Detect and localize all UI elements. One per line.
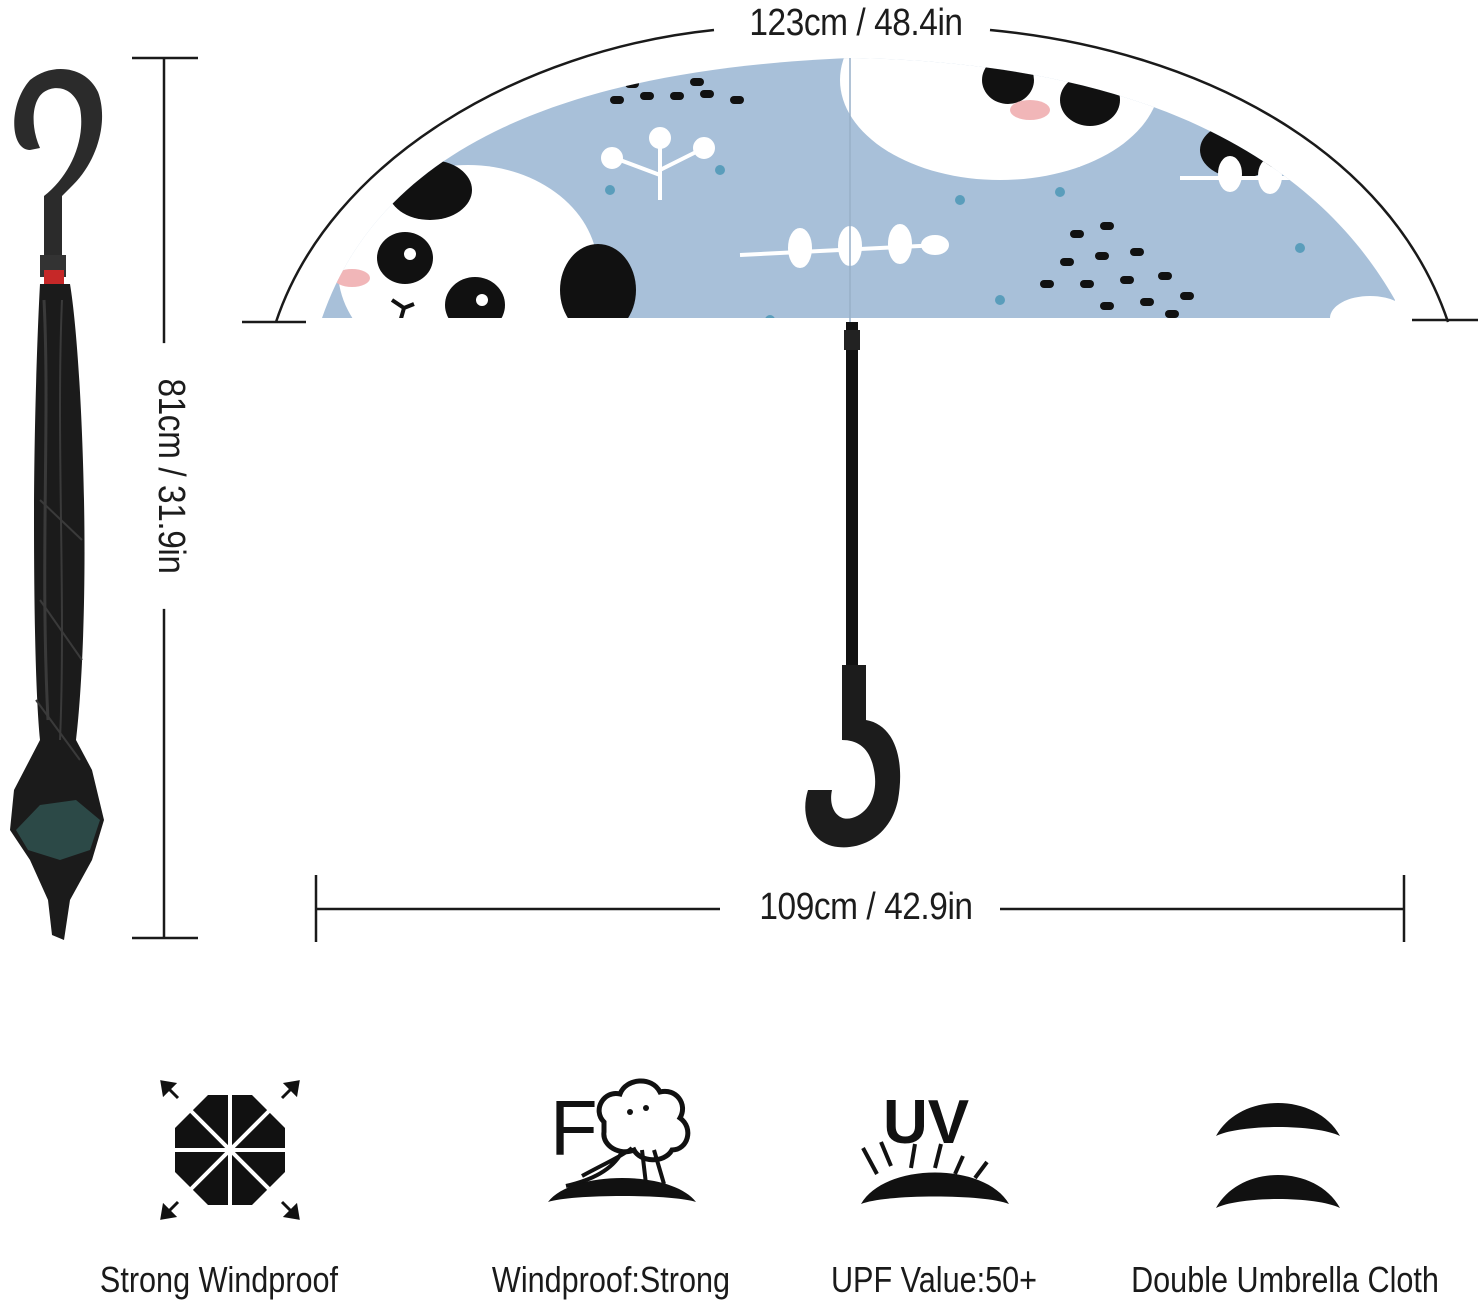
uv-protection-icon: UV xyxy=(861,1088,1009,1204)
double-umbrella-cloth-label: Double Umbrella Cloth xyxy=(1131,1259,1439,1300)
canopy-span-label: 109cm / 42.9in xyxy=(737,888,995,926)
double-canopy-icon xyxy=(1216,1103,1340,1208)
uv-letters: UV xyxy=(883,1088,969,1157)
open-width-label: 123cm / 48.4in xyxy=(723,4,989,42)
folded-umbrella-image xyxy=(10,68,104,940)
strong-windproof-label: Strong Windproof xyxy=(99,1259,339,1300)
windproof-strong-label: Windproof:Strong xyxy=(491,1259,731,1300)
open-umbrella-image xyxy=(322,58,1395,848)
width-arc-line xyxy=(242,28,1478,324)
wind-force-letter: F xyxy=(550,1084,598,1172)
wind-strength-icon: F xyxy=(548,1078,696,1202)
length-label: 81cm / 31.9in xyxy=(150,343,192,609)
upf-value-label: UPF Value:50+ xyxy=(830,1259,1038,1300)
span-dimension-line xyxy=(314,875,1406,942)
windproof-octagon-icon xyxy=(160,1080,300,1220)
